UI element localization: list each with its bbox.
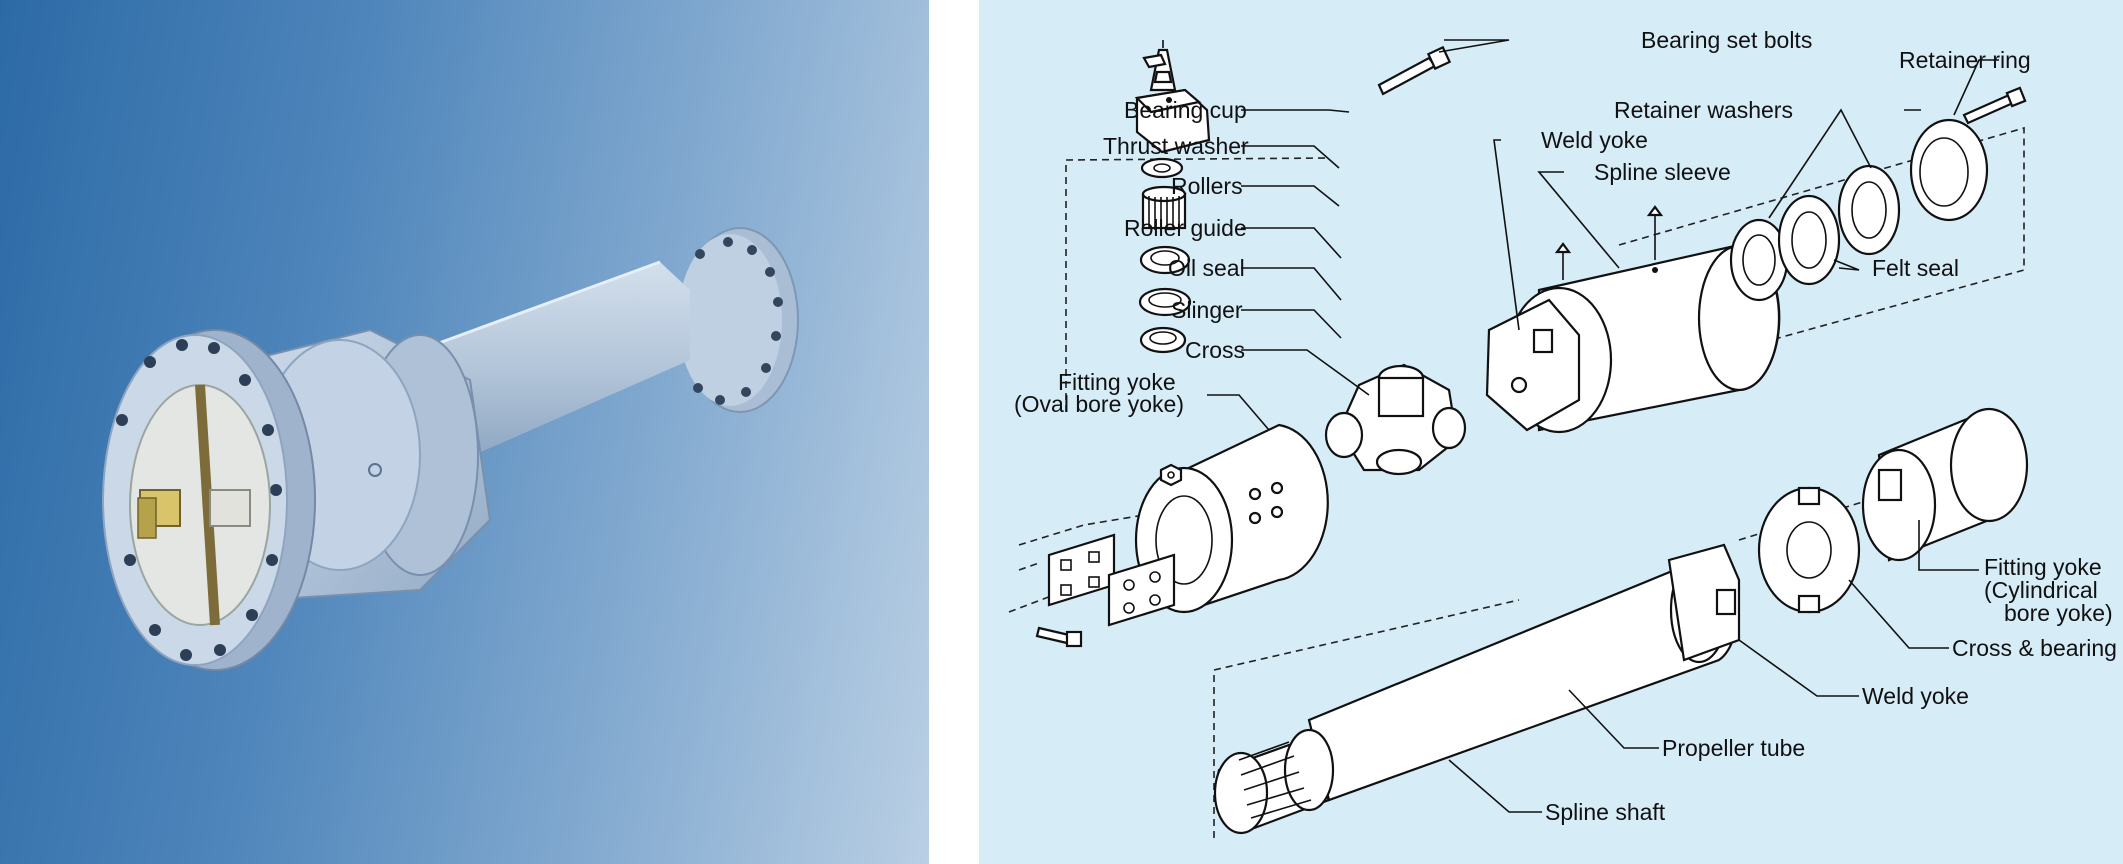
felt-seal-part (1777, 194, 1841, 286)
bearing-axis-dashline (1065, 157, 1330, 412)
label-slinger: Slinger (1171, 297, 1243, 323)
bearing-cup-part (1134, 88, 1211, 154)
cross-part (1324, 363, 1467, 476)
label-bearing-cup: Bearing cup (1124, 97, 1247, 123)
label-retainer-washers: Retainer washers (1614, 97, 1793, 123)
retainer-ring-part (1909, 118, 1989, 222)
roller-guide-part (1139, 245, 1191, 275)
label-oil-seal: Oil seal (1168, 255, 1245, 281)
exploded-diagram: Bearing set bolts Retainer ring Bearing … (979, 0, 2123, 864)
lock-plate-1-part (1047, 533, 1116, 607)
label-spline-shaft: Spline shaft (1545, 799, 1666, 825)
spline-shaft-part (1213, 728, 1335, 835)
label-retainer-ring: Retainer ring (1899, 47, 2031, 73)
product-photo (0, 0, 929, 864)
label-roller-guide: Roller guide (1124, 215, 1247, 241)
fitting-yoke-oval-bore-part (1134, 423, 1329, 614)
nut-part (1159, 463, 1183, 487)
retainer-washer-2-part (1837, 164, 1901, 256)
weld-yoke-bottom-part (1667, 543, 1741, 662)
label-cross: Cross (1185, 337, 1245, 363)
labels: Bearing set bolts Retainer ring Bearing … (1014, 27, 2117, 825)
drive-shaft-photo (102, 227, 799, 671)
label-rollers: Rollers (1171, 173, 1243, 199)
retainer-washer-1-part (1729, 218, 1789, 302)
fitting-yoke-cylindrical-bore-part (1861, 407, 2029, 562)
plates-dashline (1018, 509, 1175, 571)
label-fitting-yoke-oval: Fitting yoke (1058, 369, 1176, 395)
rollers-part (1141, 185, 1187, 230)
label-fitting-yoke-cylindrical: Fitting yoke (1984, 554, 2102, 580)
retainer-ring-bolt-part (1962, 86, 2027, 125)
lower-shaft-axis-dashline (1213, 499, 1870, 838)
weld-yoke-top-part (1485, 286, 1613, 434)
label-spline-sleeve: Spline sleeve (1594, 159, 1731, 185)
bearing-set-bolts-part (1377, 45, 1452, 96)
label-weld-yoke-top: Weld yoke (1541, 127, 1648, 153)
label-bearing-set-bolts: Bearing set bolts (1641, 27, 1812, 53)
lock-plate-2-part (1107, 553, 1176, 627)
cross-and-bearing-part (1757, 486, 1861, 614)
label-felt-seal: Felt seal (1872, 255, 1959, 281)
slinger-part (1139, 326, 1187, 354)
label-propeller-tube: Propeller tube (1662, 735, 1805, 761)
label-cylindrical: (Cylindrical (1984, 577, 2098, 603)
label-bore-yoke: bore yoke) (2004, 600, 2113, 626)
leader-lines (1207, 39, 1999, 813)
exploded-view-drawing: Bearing set bolts Retainer ring Bearing … (1008, 27, 2117, 838)
label-cross-and-bearing: Cross & bearing (1952, 635, 2117, 661)
lower-bolt-part (1035, 626, 1083, 648)
oil-seal-part (1138, 287, 1192, 317)
label-weld-yoke-bottom: Weld yoke (1862, 683, 1969, 709)
label-oval-bore-yoke: (Oval bore yoke) (1014, 391, 1184, 417)
thrust-washer-part (1140, 157, 1184, 179)
bearing-set-bolt-part (1142, 40, 1177, 92)
label-thrust-washer: Thrust washer (1103, 133, 1249, 159)
